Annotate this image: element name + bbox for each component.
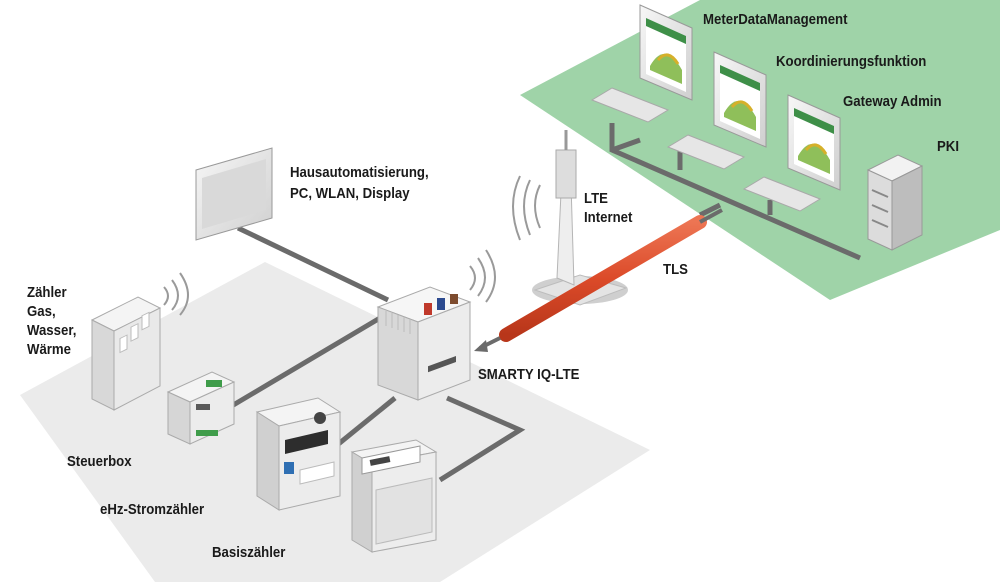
gas-water-heat-meter (90, 272, 189, 411)
label-lte: LTE (584, 190, 608, 207)
label-pki: PKI (937, 138, 960, 155)
label-koordinierungsfunktion: Koordinierungsfunktion (776, 53, 927, 70)
label-internet: Internet (584, 209, 633, 226)
label-gateway-admin: Gateway Admin (843, 93, 942, 110)
label-meter-data-management: MeterDataManagement (703, 11, 848, 28)
label-waerme: Wärme (27, 341, 72, 358)
label-wasser: Wasser, (27, 322, 77, 339)
pki-server (866, 154, 924, 251)
basis-meter (350, 439, 438, 553)
label-tls: TLS (663, 261, 688, 278)
gateway-admin-monitor (742, 94, 841, 212)
tls-tunnel (474, 208, 723, 352)
label-pc-wlan-display: PC, WLAN, Display (290, 185, 410, 202)
label-ehz-stromzaehler: eHz-Stromzähler (100, 501, 205, 518)
ehz-meter (255, 397, 342, 511)
koordinierungsfunktion-monitor (666, 51, 767, 170)
smarty-gateway (376, 249, 496, 401)
label-basiszaehler: Basiszähler (212, 544, 286, 561)
backend-zone (520, 0, 1000, 300)
label-smarty-iq-lte: SMARTY IQ-LTE (478, 366, 580, 383)
local-network-cable (206, 225, 526, 483)
label-zaehler: Zähler (27, 284, 67, 301)
home-automation-monitor (195, 147, 273, 241)
backend-network-cable (609, 123, 861, 261)
label-gas: Gas, (27, 303, 56, 320)
meter-data-management-monitor (590, 4, 693, 123)
label-hausautomatisierung: Hausautomatisierung, (290, 164, 429, 181)
steuerbox-device (166, 371, 236, 445)
label-steuerbox: Steuerbox (67, 453, 132, 470)
